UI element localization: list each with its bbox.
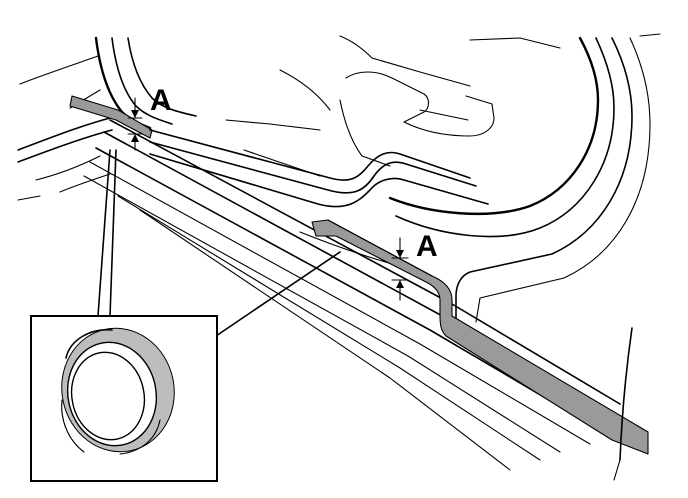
callout-leader-left (97, 149, 111, 317)
right-weatherstrip (311, 219, 649, 455)
left-weatherstrip (69, 95, 153, 139)
dimension-a-right (391, 237, 409, 301)
dimension-a-left (127, 97, 143, 151)
left-lower-panel (17, 117, 113, 201)
dimension-a-right-label: A (416, 230, 438, 263)
detail-callout (30, 149, 341, 482)
callout-leader-right (215, 251, 341, 337)
sill-step-contour (149, 129, 489, 208)
interior-seat-outline (225, 35, 561, 167)
weatherstrip-edge (327, 219, 433, 277)
rear-door-opening (388, 33, 661, 323)
seal-ring-detail (61, 327, 175, 455)
callout-leader-left-2 (109, 149, 117, 317)
dimension-a-left-label: A (150, 84, 172, 117)
right-body-edge (613, 327, 633, 481)
